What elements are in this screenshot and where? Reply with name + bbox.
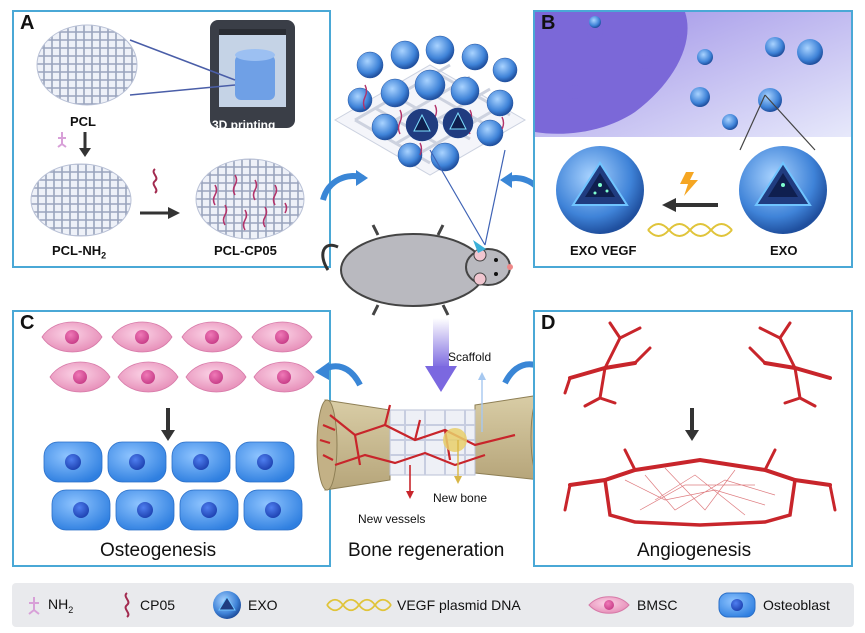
panel-b-label: B xyxy=(541,12,556,34)
arrow-down-icon xyxy=(79,132,91,157)
down-arrow-gradient xyxy=(425,318,457,392)
legend-label-cp05: CP05 xyxy=(140,597,176,613)
panel-a-label: A xyxy=(20,12,35,34)
exo-scaffold-illustration xyxy=(334,35,526,176)
legend-item-bmsc: BMSC xyxy=(587,583,677,627)
legend-item-nh2: NH2 xyxy=(26,583,73,627)
osteoblast-icon xyxy=(718,592,756,618)
legend-label-nh2: NH2 xyxy=(48,595,74,615)
nh2-icon xyxy=(28,597,40,615)
lightning-icon xyxy=(680,172,698,196)
nh2-small-icon xyxy=(57,132,67,148)
scaffold-pointer xyxy=(478,372,486,432)
arrow-right-icon xyxy=(140,207,180,219)
pcl-label: PCL xyxy=(70,114,96,129)
rat-illustration xyxy=(321,224,513,316)
legend-label-osteoblast: Osteoblast xyxy=(763,597,830,613)
dna-icon xyxy=(326,598,392,612)
arrow-down-d-icon xyxy=(685,408,699,441)
osteogenesis-caption: Osteogenesis xyxy=(100,540,217,561)
arrow-left-icon xyxy=(662,198,718,212)
vessels-before xyxy=(563,321,832,408)
osteoblast-cells xyxy=(43,441,303,531)
zoom-lines-exo xyxy=(739,94,816,151)
pcl-cp05-scaffold-disc xyxy=(195,158,305,240)
printer-3d-icon xyxy=(210,20,295,128)
legend-label-exo: EXO xyxy=(248,597,278,613)
pcl-cp05-label: PCL-CP05 xyxy=(214,243,277,258)
cp05-icon xyxy=(124,592,130,618)
cell-membrane-background xyxy=(535,12,851,137)
new-vessels-pointer xyxy=(406,465,414,499)
pcl-scaffold-disc xyxy=(36,24,138,106)
panel-c-label: C xyxy=(20,312,35,334)
pcl-nh2-scaffold-disc xyxy=(30,163,132,237)
bone-regeneration-caption: Bone regeneration xyxy=(348,540,505,561)
bmsc-cells xyxy=(41,321,315,393)
curved-arrow-a-to-center xyxy=(320,170,368,201)
arrow-down-c-icon xyxy=(161,408,175,441)
legend-item-exo: EXO xyxy=(212,583,278,627)
vegf-dna-icon xyxy=(647,223,733,237)
vessels-after xyxy=(563,448,837,527)
scaffold-label: Scaffold xyxy=(448,350,492,364)
printer-label: 3D printing xyxy=(212,118,276,132)
legend-item-dna: VEGF plasmid DNA xyxy=(326,583,521,627)
exo-vegf-label: EXO VEGF xyxy=(570,243,637,258)
angiogenesis-caption: Angiogenesis xyxy=(637,540,752,561)
exo-vegf-particle xyxy=(556,146,644,234)
exo-label: EXO xyxy=(770,243,798,258)
scaffold-to-rat-lines xyxy=(429,149,506,246)
legend-label-bmsc: BMSC xyxy=(637,597,678,613)
cp05-small-icon xyxy=(152,168,158,194)
pcl-nh2-label: PCL-NH2 xyxy=(52,243,107,261)
legend-item-osteoblast: Osteoblast xyxy=(717,583,830,627)
panel-d-label: D xyxy=(541,312,556,334)
new-bone-label: New bone xyxy=(433,491,488,505)
legend: NH2 CP05 EXO VEGF plasmid DNA BMSC Os xyxy=(12,583,854,627)
bone-defect-illustration xyxy=(316,394,550,491)
new-vessels-label: New vessels xyxy=(358,512,426,526)
curved-arrow-to-c xyxy=(315,362,363,387)
legend-item-cp05: CP05 xyxy=(120,583,175,627)
bmsc-icon xyxy=(588,596,630,614)
zoom-lines xyxy=(129,39,236,96)
exo-particle xyxy=(739,146,827,234)
legend-label-dna: VEGF plasmid DNA xyxy=(397,597,521,613)
exo-icon xyxy=(213,591,241,619)
new-bone-pointer xyxy=(454,440,462,484)
